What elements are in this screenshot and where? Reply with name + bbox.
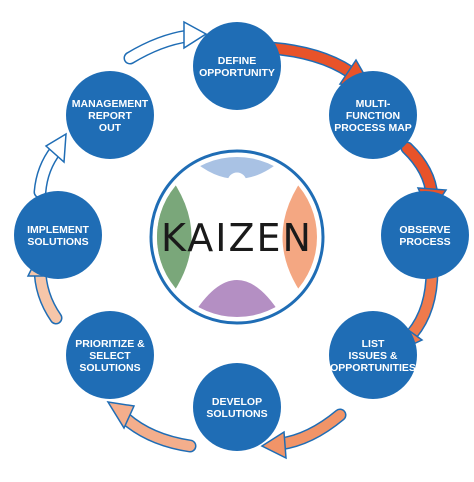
step-node-label: DEFINE [218, 55, 257, 67]
center-title: KAIZEN [161, 216, 313, 260]
emblem-bottom-petal [190, 280, 284, 317]
arrow-develop-to-prioritize [106, 401, 197, 453]
step-node-label: OBSERVE [399, 224, 450, 236]
arrow-list-to-develop [260, 408, 347, 460]
step-node-label: OUT [99, 122, 122, 134]
step-node-circle [14, 191, 102, 279]
step-node-circle [329, 311, 417, 399]
step-node-circle [329, 71, 417, 159]
step-node-label: IMPLEMENT [27, 224, 89, 236]
step-node-label: PROCESS [399, 236, 450, 248]
step-node-label: ISSUES & [348, 350, 397, 362]
step-node-label: SOLUTIONS [79, 362, 140, 374]
step-node-label: OPPORTUNITIES [330, 362, 416, 374]
step-node-circle [66, 311, 154, 399]
step-node-label: PROCESS MAP [334, 122, 412, 134]
step-node-label: SELECT [89, 350, 131, 362]
step-node-label: SOLUTIONS [27, 236, 88, 248]
step-node-circle [381, 191, 469, 279]
step-node-label: REPORT [88, 110, 132, 122]
step-node-circle [66, 71, 154, 159]
step-node-label: MANAGEMENT [72, 98, 149, 110]
arrow-management-to-define [123, 20, 208, 65]
step-node-label: MULTI- [356, 98, 391, 110]
arrow-implement-to-management [33, 132, 67, 199]
person-head-icon [227, 172, 247, 192]
person-arms-icon [215, 193, 259, 207]
emblem-top-petal [190, 157, 284, 179]
step-node-label: FUNCTION [346, 110, 400, 122]
step-node-label: SOLUTIONS [206, 408, 267, 420]
step-node-label: OPPORTUNITY [199, 67, 275, 79]
kaizen-emblem: KAIZEN [149, 149, 325, 325]
step-node-label: DEVELOP [212, 396, 262, 408]
step-node-label: PRIORITIZE & [75, 338, 145, 350]
step-node-circle [193, 22, 281, 110]
step-node-label: LIST [362, 338, 385, 350]
step-node-circle [193, 363, 281, 451]
